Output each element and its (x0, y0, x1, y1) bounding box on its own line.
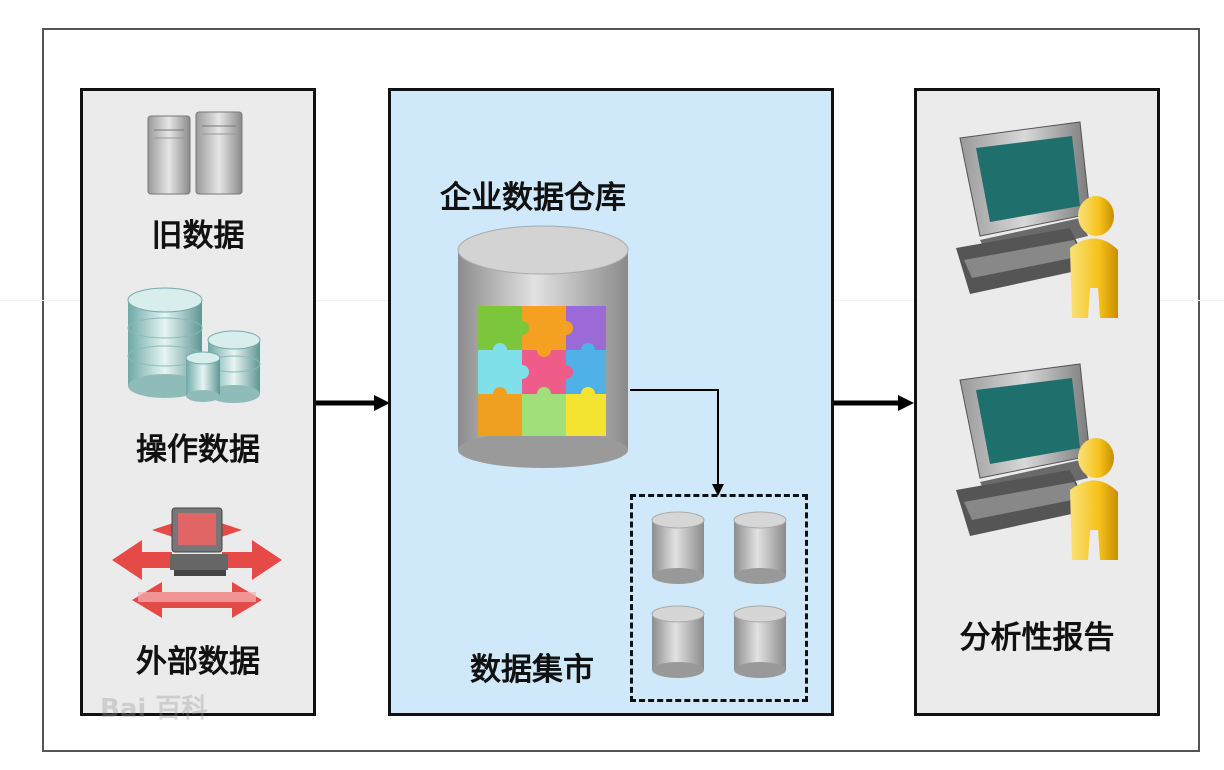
data-mart-icon (651, 511, 705, 584)
external-network-icon (112, 507, 282, 618)
workstation-user-icon (956, 363, 1118, 560)
warehouse-to-mart-connector (630, 389, 724, 496)
data-marts-label: 数据集市 (470, 652, 594, 688)
server-icon (147, 111, 243, 195)
workstation-user-icon (956, 121, 1118, 318)
arrow-right-icon (316, 395, 390, 411)
watermark: Bai 百科 (100, 694, 208, 724)
data-mart-icon (733, 511, 787, 584)
data-mart-icon (651, 605, 705, 678)
operational-data-label: 操作数据 (136, 432, 260, 468)
data-mart-icon (733, 605, 787, 678)
data-mart-group (630, 494, 808, 702)
legacy-data-label: 旧数据 (151, 218, 245, 254)
data-warehouse-icon (457, 225, 629, 468)
external-data-label: 外部数据 (136, 644, 260, 680)
analysis-reports-label: 分析性报告 (959, 620, 1115, 656)
database-icon (127, 287, 261, 403)
warehouse-title: 企业数据仓库 (440, 180, 626, 216)
arrow-right-icon (834, 395, 914, 411)
